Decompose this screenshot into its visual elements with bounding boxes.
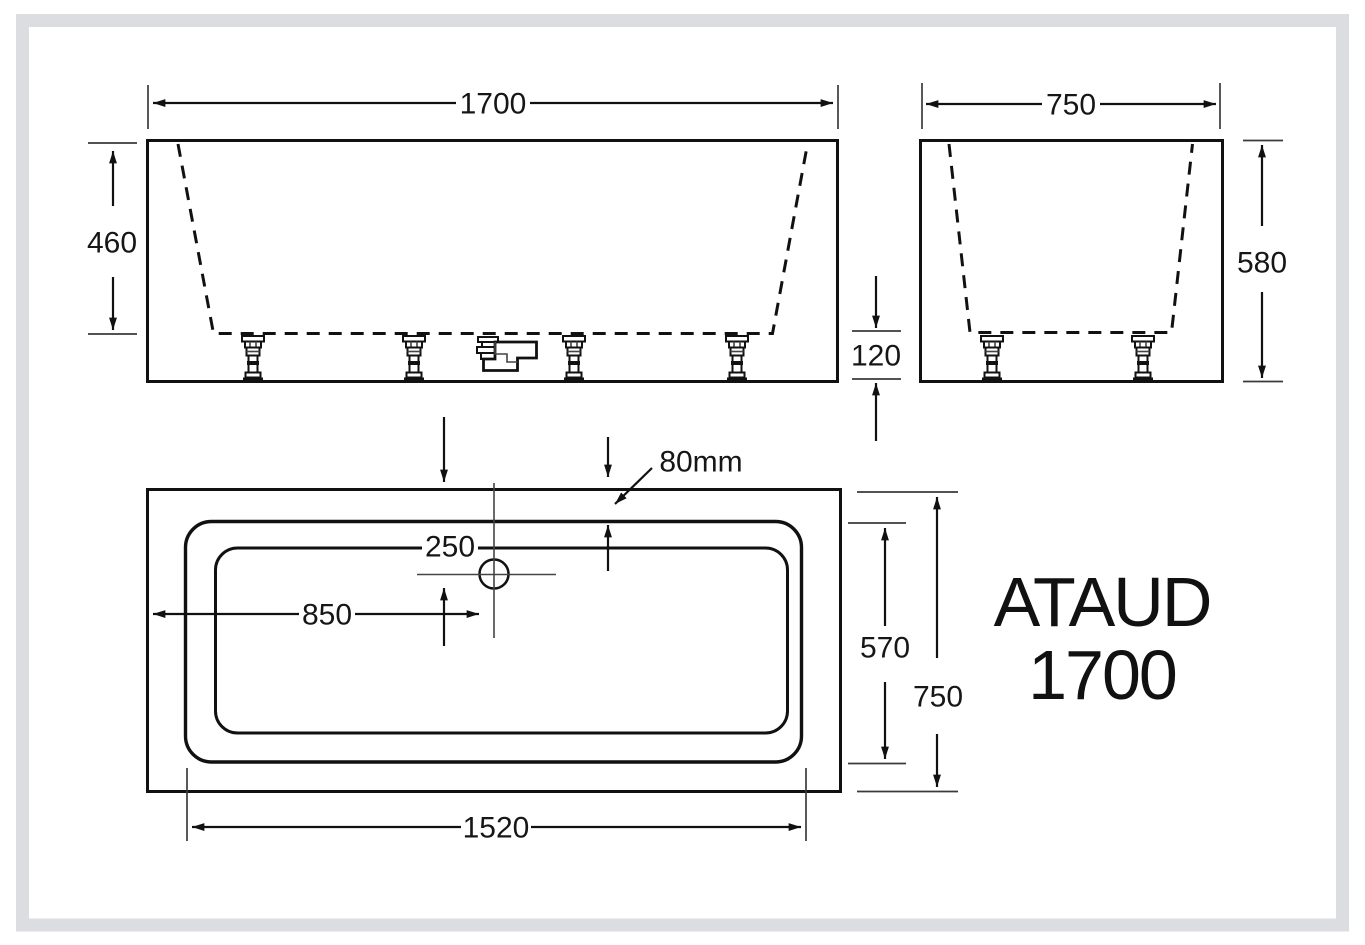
product-title: ATAUD 1700 (994, 563, 1213, 714)
dim-label-rim-width: 80mm (659, 446, 742, 479)
leg-glyph (241, 335, 265, 383)
dim-label-plan-overall-width: 750 (913, 681, 963, 714)
leg-glyph (562, 335, 586, 383)
page-frame-border (16, 14, 1349, 932)
dim-label-base-height: 120 (851, 340, 901, 373)
dim-overall-width: 750 (921, 83, 1221, 129)
side-tub-hidden-interior (947, 143, 1194, 334)
dim-inner-depth: 460 (87, 142, 137, 335)
dim-plan-overall-width: 750 (857, 491, 963, 793)
drain-hole (417, 483, 556, 638)
dim-inner-length: 1520 (186, 768, 807, 845)
dim-overall-length: 1700 (147, 85, 839, 129)
front-tub-outline (146, 139, 839, 383)
side-elevation-view: 750 580 (919, 83, 1287, 383)
dim-drain-offset-from-end: 850 (153, 599, 479, 632)
dim-overall-height: 580 (1237, 139, 1287, 383)
dim-base-height: 120 (851, 276, 901, 441)
drain-trap-glyph (476, 336, 538, 372)
front-tub-hidden-interior (176, 143, 809, 335)
product-title-line2: 1700 (1028, 636, 1176, 714)
dim-inner-width: 570 (848, 522, 910, 765)
plan-view: 250 80mm 850 1520 570 (146, 417, 963, 845)
dim-label-inner-depth: 460 (87, 227, 137, 260)
product-title-line1: ATAUD (994, 563, 1211, 641)
dim-label-drain-offset-from-end: 850 (302, 599, 352, 632)
dim-label-drain-offset-from-edge: 250 (425, 531, 475, 564)
leg-glyph (725, 335, 749, 383)
dim-label-overall-height: 580 (1237, 247, 1287, 280)
leg-glyph (1131, 335, 1155, 383)
side-tub-outline (919, 139, 1224, 383)
leg-glyph (980, 335, 1004, 383)
dim-drain-offset-from-edge: 250 (422, 417, 478, 646)
dim-label-inner-length: 1520 (463, 812, 530, 845)
leg-glyph (402, 335, 426, 383)
dim-label-inner-width: 570 (860, 632, 910, 665)
plan-inner-basin-outline (214, 546, 789, 735)
dim-label-overall-length: 1700 (460, 88, 527, 121)
dim-label-overall-width: 750 (1046, 89, 1096, 122)
callout-rim-width: 80mm (604, 437, 743, 571)
front-elevation-view: 1700 460 120 (87, 85, 901, 441)
